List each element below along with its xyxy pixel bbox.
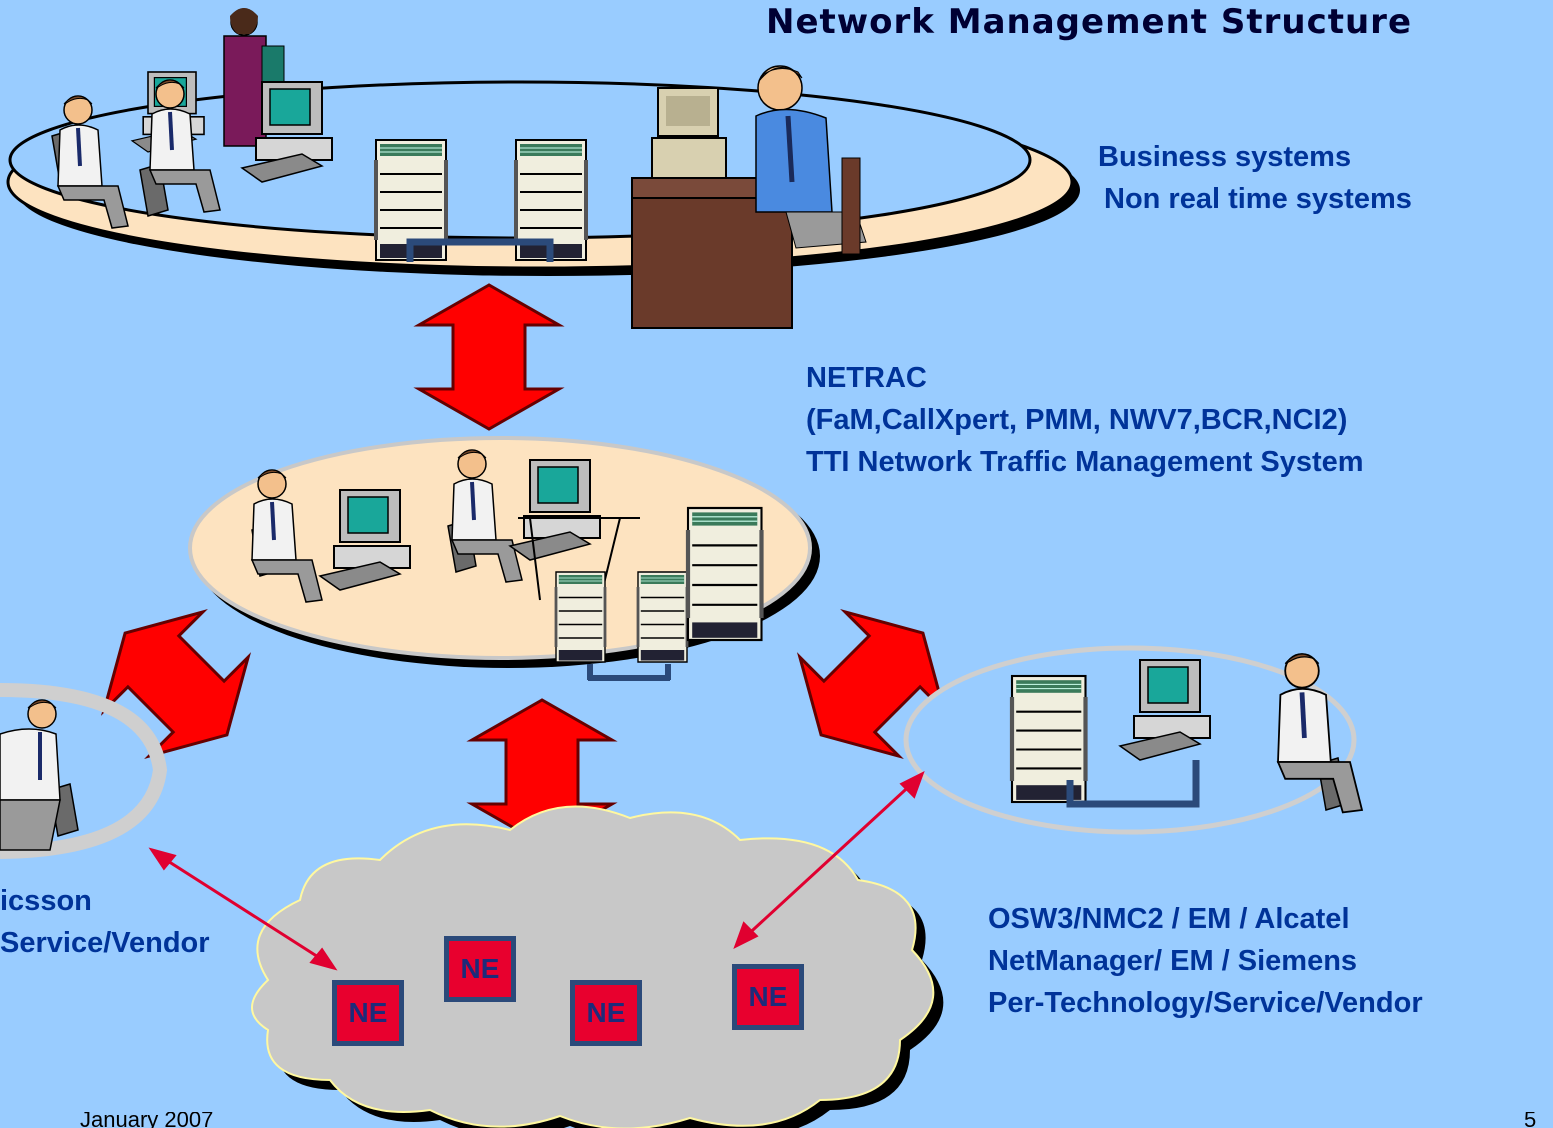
netrac-layer-label: NETRAC (FaM,CallXpert, PMM, NWV7,BCR,NCI… [806, 357, 1364, 483]
server-rack-netrac-2 [635, 571, 690, 663]
right-em-label-line3: Per-Technology/Service/Vendor [988, 987, 1423, 1019]
server-rack-netrac-3 [684, 506, 765, 642]
business-label-line1: Business systems [1098, 141, 1352, 173]
connector-right [733, 770, 925, 950]
left-em-label-line1: icsson [0, 885, 92, 917]
footer-date: January 2007 [80, 1112, 214, 1128]
left-em-label: icsson Service/Vendor [0, 880, 210, 964]
server-rack-netrac-1 [553, 571, 608, 663]
footer-page-number: 5 [1524, 1112, 1537, 1128]
network-element: NE [570, 980, 642, 1046]
server-rack-right [1008, 674, 1089, 804]
right-em-label-line2: NetManager/ EM / Siemens [988, 945, 1358, 977]
operator-left-em [0, 699, 79, 851]
connector-left [148, 847, 338, 971]
left-em-label-line2: Service/Vendor [0, 927, 210, 959]
network-element: NE [732, 964, 804, 1030]
network-element: NE [444, 936, 516, 1002]
netrac-label-line1: NETRAC [806, 362, 927, 394]
left-layer [0, 683, 168, 859]
network-element: NE [332, 980, 404, 1046]
slide-title: Network Management Structure [766, 2, 1413, 42]
business-layer-label: Business systems Non real time systems [1098, 136, 1412, 220]
network-cloud [251, 805, 935, 1128]
arrow-business-netrac [417, 283, 561, 431]
right-em-label-line1: OSW3/NMC2 / EM / Alcatel [988, 903, 1350, 935]
right-em-label: OSW3/NMC2 / EM / Alcatel NetManager/ EM … [988, 898, 1423, 1024]
netrac-label-line2: (FaM,CallXpert, PMM, NWV7,BCR,NCI2) [806, 404, 1348, 436]
netrac-label-line3: TTI Network Traffic Management System [806, 446, 1364, 478]
business-label-line2: Non real time systems [1104, 183, 1412, 215]
operator-phone [755, 65, 867, 255]
